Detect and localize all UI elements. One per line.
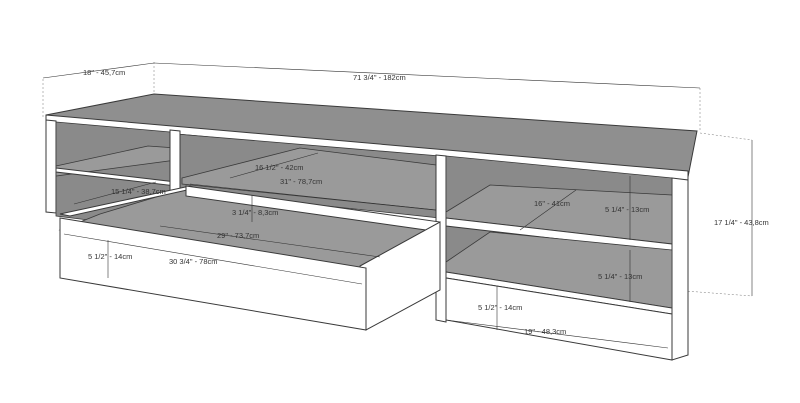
tv-stand bbox=[45, 93, 698, 361]
center-shelf-depth-dim: 16 1/2" - 42cm bbox=[229, 152, 319, 179]
inner-shelf-depth-label: 16 1/2" - 42cm bbox=[255, 163, 304, 172]
right-shelf-depth-dim: 16" - 41cm bbox=[519, 189, 577, 231]
depth-label: 18" - 45,7cm bbox=[83, 68, 125, 77]
drawer-height-label: 5 1/2" - 14cm bbox=[88, 252, 132, 261]
drawer-height-dim: 5 1/2" - 14cm bbox=[88, 240, 132, 278]
right-lower-shelf bbox=[445, 231, 673, 309]
left-shelf-depth-dim: 15 1/4" - 38,7cm bbox=[73, 181, 166, 205]
right-upper-shelf bbox=[445, 184, 673, 245]
left-shelf-depth-label: 15 1/4" - 38,7cm bbox=[111, 187, 166, 196]
right-lower-height-label: 5 1/4" - 13cm bbox=[598, 272, 642, 281]
drawer-inner-width-dim: 29" - 73,7cm bbox=[159, 225, 381, 258]
right-width-dim: 19" - 48,3cm bbox=[445, 319, 669, 349]
drawer-clearance-label: 3 1/4" - 8,3cm bbox=[232, 208, 278, 217]
depth-dimension: 18" - 45,7cm bbox=[42, 60, 155, 117]
right-bottom-height-dim: 5 1/2" - 14cm bbox=[478, 286, 522, 330]
height-label: 17 1/4" - 43,8cm bbox=[714, 218, 769, 227]
right-bottom-height-label: 5 1/2" - 14cm bbox=[478, 303, 522, 312]
width-label: 71 3/4" - 182cm bbox=[353, 73, 406, 82]
right-upper-height-label: 5 1/4" - 13cm bbox=[605, 205, 649, 214]
right-shelf-depth-label: 16" - 41cm bbox=[534, 199, 570, 208]
drawer-clearance-dim: 3 1/4" - 8,3cm bbox=[232, 195, 278, 222]
width-dimension: 71 3/4" - 182cm bbox=[153, 62, 701, 130]
right-lower-height-dim: 5 1/4" - 13cm bbox=[598, 250, 642, 302]
drawer-width-label: 30 3/4" - 78cm bbox=[169, 257, 218, 266]
drawer-inner-width-label: 29" - 73,7cm bbox=[217, 231, 259, 240]
center-shelf-width-dim: 31" - 78,7cm bbox=[189, 177, 437, 211]
drawer-width-dim: 30 3/4" - 78cm bbox=[63, 233, 363, 285]
right-width-label: 19" - 48,3cm bbox=[524, 327, 566, 336]
inner-shelf-width-label: 31" - 78,7cm bbox=[280, 177, 322, 186]
right-upper-height-dim: 5 1/4" - 13cm bbox=[605, 176, 649, 240]
